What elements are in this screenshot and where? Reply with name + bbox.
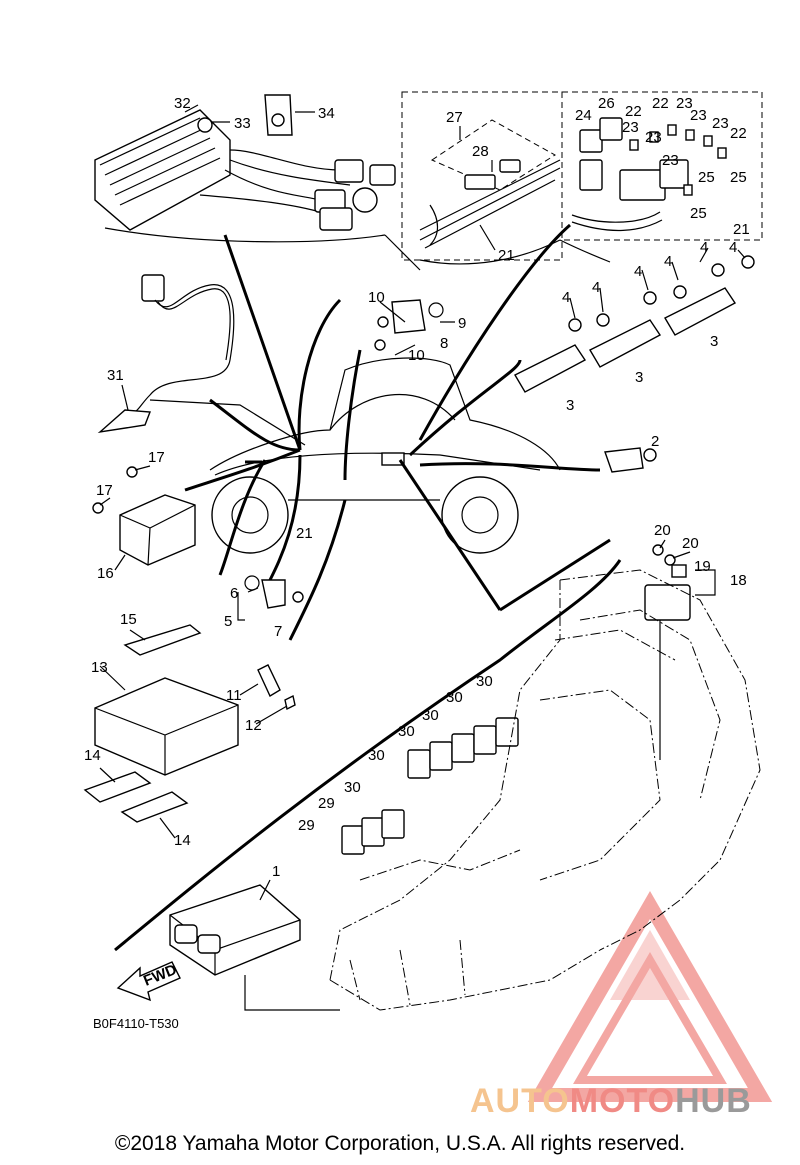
sensor-11 [257, 664, 296, 711]
watermark-text-moto: MOTO [569, 1082, 676, 1120]
callout-18: 18 [730, 572, 747, 589]
callout-15: 15 [120, 611, 137, 628]
callout-4-b: 4 [729, 239, 737, 256]
callout-12: 12 [245, 717, 262, 734]
callout-22-c: 22 [730, 125, 747, 142]
callout-23-b: 23 [690, 107, 707, 124]
sensor-harness-31 [97, 274, 306, 446]
callout-8: 8 [440, 335, 448, 352]
control-unit-assembly [94, 94, 421, 271]
relays-30 [341, 717, 519, 855]
callout-28: 28 [472, 143, 489, 160]
callout-30-d: 30 [398, 723, 415, 740]
sensor-2 [604, 447, 657, 473]
callout-4-a: 4 [700, 239, 708, 256]
callout-leaders [99, 104, 746, 901]
relay-box-16 [92, 466, 196, 566]
callout-21-center: 21 [296, 525, 313, 542]
callout-4-f: 4 [562, 289, 570, 306]
callout-30-a: 30 [476, 673, 493, 690]
callout-23-e: 23 [645, 129, 662, 146]
watermark-logo-triangle [527, 891, 773, 1102]
callout-31: 31 [107, 367, 124, 384]
callout-22-a: 22 [625, 103, 642, 120]
callout-14-a: 14 [84, 747, 101, 764]
callout-3-b: 3 [635, 369, 643, 386]
callout-23-f: 23 [662, 152, 679, 169]
vehicle-outline [209, 357, 561, 554]
speed-sensor-5 [244, 575, 304, 609]
callout-30-e-left: 30 [368, 747, 385, 764]
callout-21-right: 21 [733, 221, 750, 238]
callout-4-e: 4 [592, 279, 600, 296]
callout-numbers: 32 33 34 27 28 21 24 26 22 22 23 23 23 2… [84, 95, 750, 880]
callout-3-c: 3 [566, 397, 574, 414]
callout-22-b: 22 [652, 95, 669, 112]
callout-2: 2 [651, 433, 659, 450]
callout-4-d: 4 [634, 263, 642, 280]
fwd-arrow: FWD [116, 961, 181, 1002]
callout-19: 19 [694, 558, 711, 575]
callout-26: 26 [598, 95, 615, 112]
leader-lines [114, 223, 622, 952]
callout-23-d: 23 [622, 119, 639, 136]
callout-24: 24 [575, 107, 592, 124]
callout-23-c: 23 [712, 115, 729, 132]
copyright-notice: ©2018 Yamaha Motor Corporation, U.S.A. A… [114, 1132, 686, 1155]
callout-10-b: 10 [408, 347, 425, 364]
callout-5: 5 [224, 613, 232, 630]
callout-21-top: 21 [498, 247, 515, 264]
callout-20-a: 20 [654, 522, 671, 539]
callout-3-a: 3 [710, 333, 718, 350]
callout-20-b: 20 [682, 535, 699, 552]
callout-30-b: 30 [446, 689, 463, 706]
callout-14-b: 14 [174, 832, 191, 849]
callout-6: 6 [230, 585, 238, 602]
callout-34: 34 [318, 105, 335, 122]
callout-13: 13 [91, 659, 108, 676]
callout-30-f: 30 [344, 779, 361, 796]
watermark-text-auto: AUTO [470, 1082, 570, 1120]
drawing-code: B0F4110-T530 [93, 1016, 179, 1031]
callout-7: 7 [274, 623, 282, 640]
callout-27: 27 [446, 109, 463, 126]
fuse-and-connector-group [401, 91, 763, 265]
callout-30-c: 30 [422, 707, 439, 724]
callout-32: 32 [174, 95, 191, 112]
starter-relay-18 [644, 544, 716, 621]
vehicle-frame [329, 569, 761, 1011]
callout-9: 9 [458, 315, 466, 332]
watermark-text-hub: HUB [675, 1082, 752, 1120]
battery-13 [83, 624, 239, 823]
callout-1: 1 [272, 863, 280, 880]
callout-17-b: 17 [96, 482, 113, 499]
callout-4-c: 4 [664, 253, 672, 270]
fuel-injectors [514, 255, 755, 393]
sensor-8 [374, 299, 444, 351]
callout-25-b: 25 [730, 169, 747, 186]
callout-25-a: 25 [698, 169, 715, 186]
callout-11: 11 [226, 687, 242, 704]
ecu-1 [169, 884, 340, 1011]
callout-16: 16 [97, 565, 114, 582]
callout-17-a: 17 [148, 449, 165, 466]
callout-23-a: 23 [676, 95, 693, 112]
callout-29-b: 29 [298, 817, 315, 834]
watermark-text: AUTOMOTOHUB [470, 1082, 752, 1121]
callout-29-a: 29 [318, 795, 335, 812]
callout-33: 33 [234, 115, 251, 132]
callout-25-c: 25 [690, 205, 707, 222]
